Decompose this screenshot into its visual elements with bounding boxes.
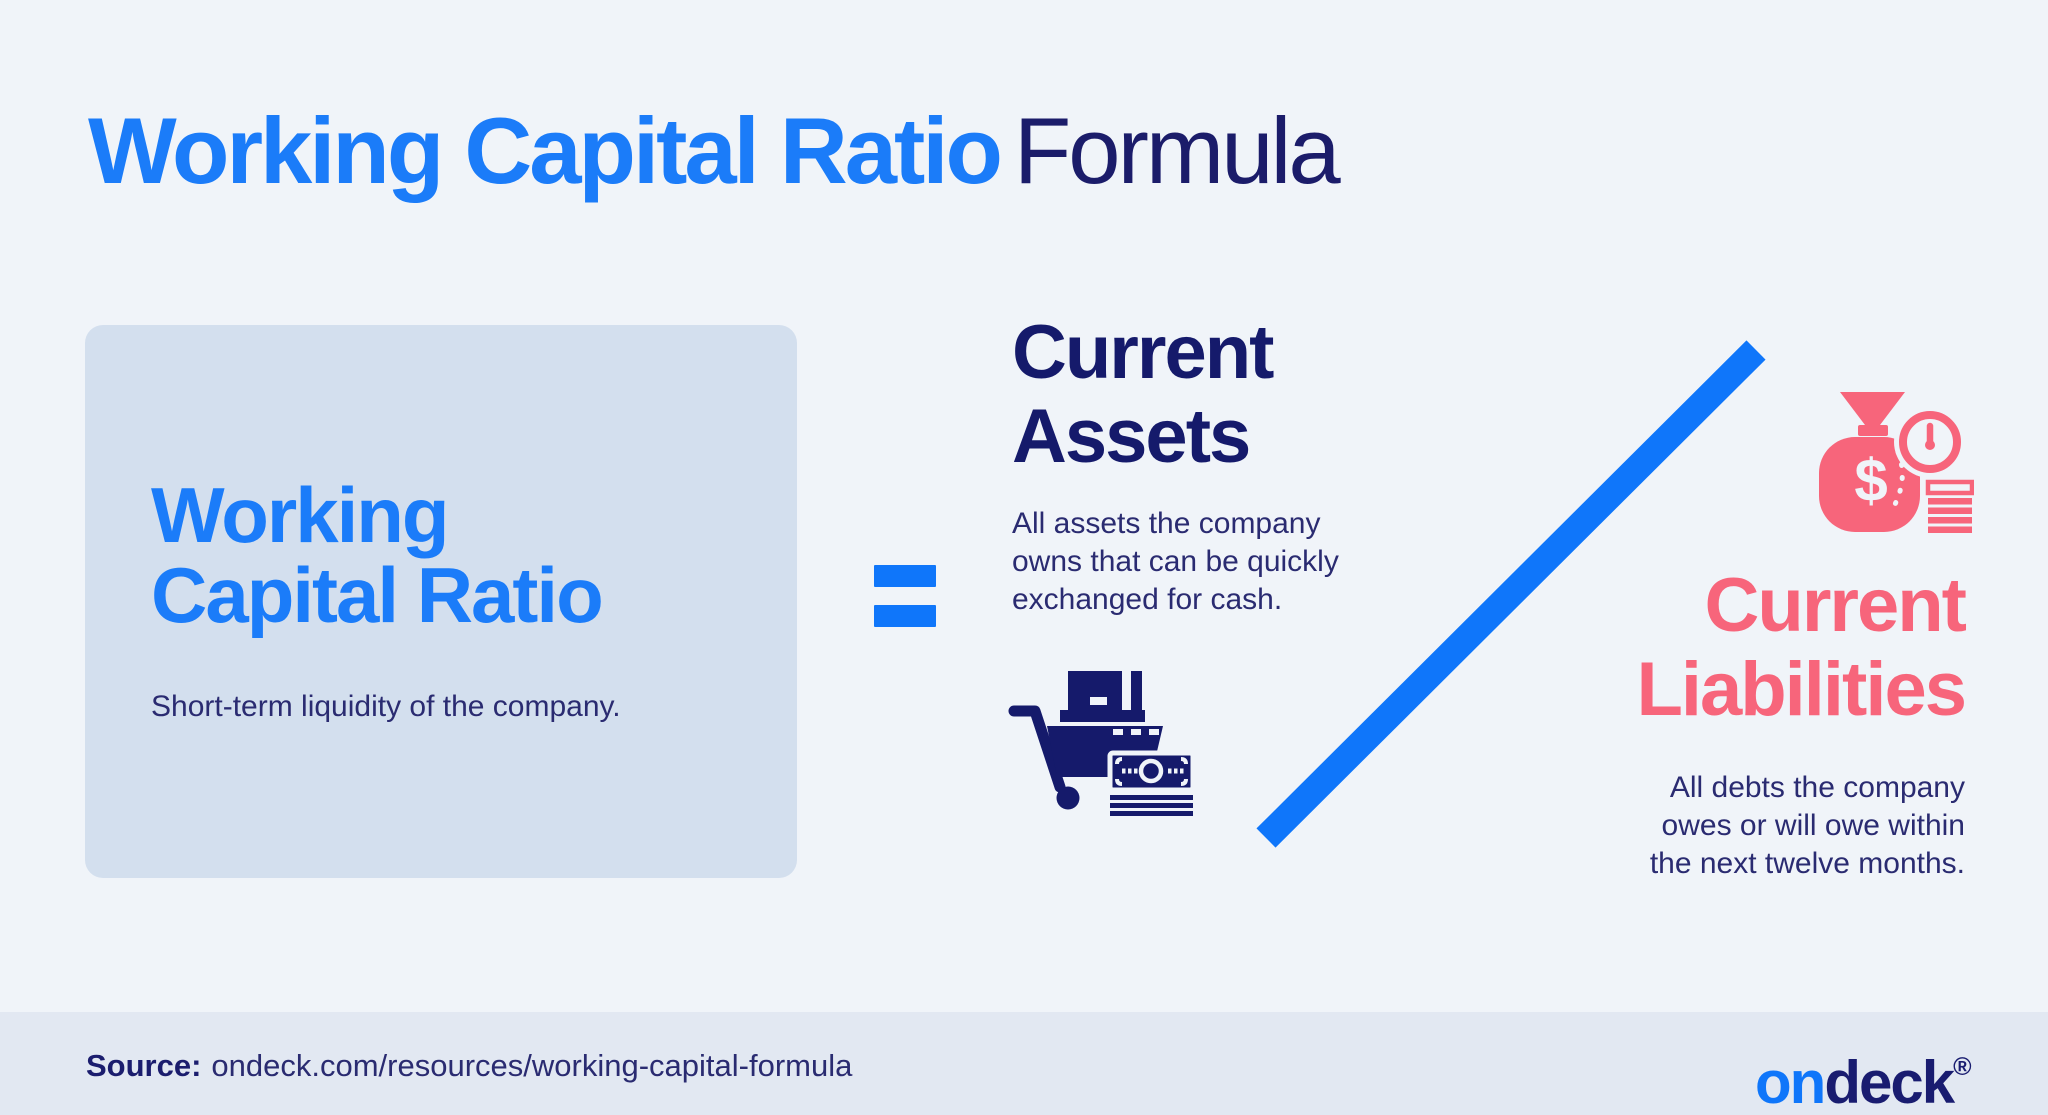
page-title-highlight: Working Capital Ratio [88, 98, 1003, 203]
equals-sign-icon [874, 565, 936, 627]
current-assets-description-line3: exchanged for cash. [1012, 583, 1283, 616]
card-heading-line1: Working [151, 471, 450, 559]
current-liabilities-description-line3: the next twelve months. [1649, 847, 1965, 880]
source-url-text: ondeck.com/resources/working-capital-for… [211, 1048, 853, 1083]
source-line: Source: ondeck.com/resources/working-capi… [86, 1046, 852, 1086]
current-liabilities-heading-line2: Liabilities [1636, 647, 1967, 732]
ondeck-logo-on: on [1755, 1049, 1826, 1115]
current-liabilities-heading: Current Liabilities [1636, 563, 1967, 732]
ondeck-logo-deck: deck [1824, 1049, 1955, 1115]
current-liabilities-description-line2: owes or will owe within [1661, 809, 1965, 842]
current-assets-heading-line2: Assets [1012, 394, 1251, 479]
current-assets-heading: Current Assets [1012, 310, 1274, 479]
current-assets-description: All assets the company owns that can be … [1012, 505, 1339, 619]
svg-text:$: $ [1854, 447, 1887, 514]
ondeck-logo: ondeck® [1755, 1032, 1972, 1115]
equals-bar-bottom [874, 605, 936, 627]
current-liabilities-description-line1: All debts the company [1669, 771, 1965, 804]
equals-bar-top [874, 565, 936, 587]
registered-trademark-symbol: ® [1953, 1053, 1972, 1081]
money-bag-with-clock-icon: $ [1819, 392, 1974, 533]
current-assets-heading-line1: Current [1012, 310, 1274, 395]
division-slash-icon [1256, 340, 1766, 848]
card-description: Short-term liquidity of the company. [151, 690, 621, 723]
definition-card: Working Capital Ratio Short-term liquidi… [85, 325, 797, 878]
footer-bar: Source: ondeck.com/resources/working-capi… [0, 1012, 2048, 1115]
current-assets-description-line1: All assets the company [1012, 507, 1321, 540]
current-assets-description-line2: owns that can be quickly [1012, 545, 1339, 578]
page-title-rest: Formula [1013, 98, 1341, 203]
card-heading: Working Capital Ratio [151, 471, 604, 639]
current-liabilities-description: All debts the company owes or will owe w… [1650, 769, 1965, 883]
source-label: Source: [86, 1048, 202, 1083]
shopping-cart-with-cash-icon [1008, 671, 1196, 816]
current-liabilities-heading-line1: Current [1704, 563, 1967, 648]
card-heading-line2: Capital Ratio [151, 551, 604, 639]
